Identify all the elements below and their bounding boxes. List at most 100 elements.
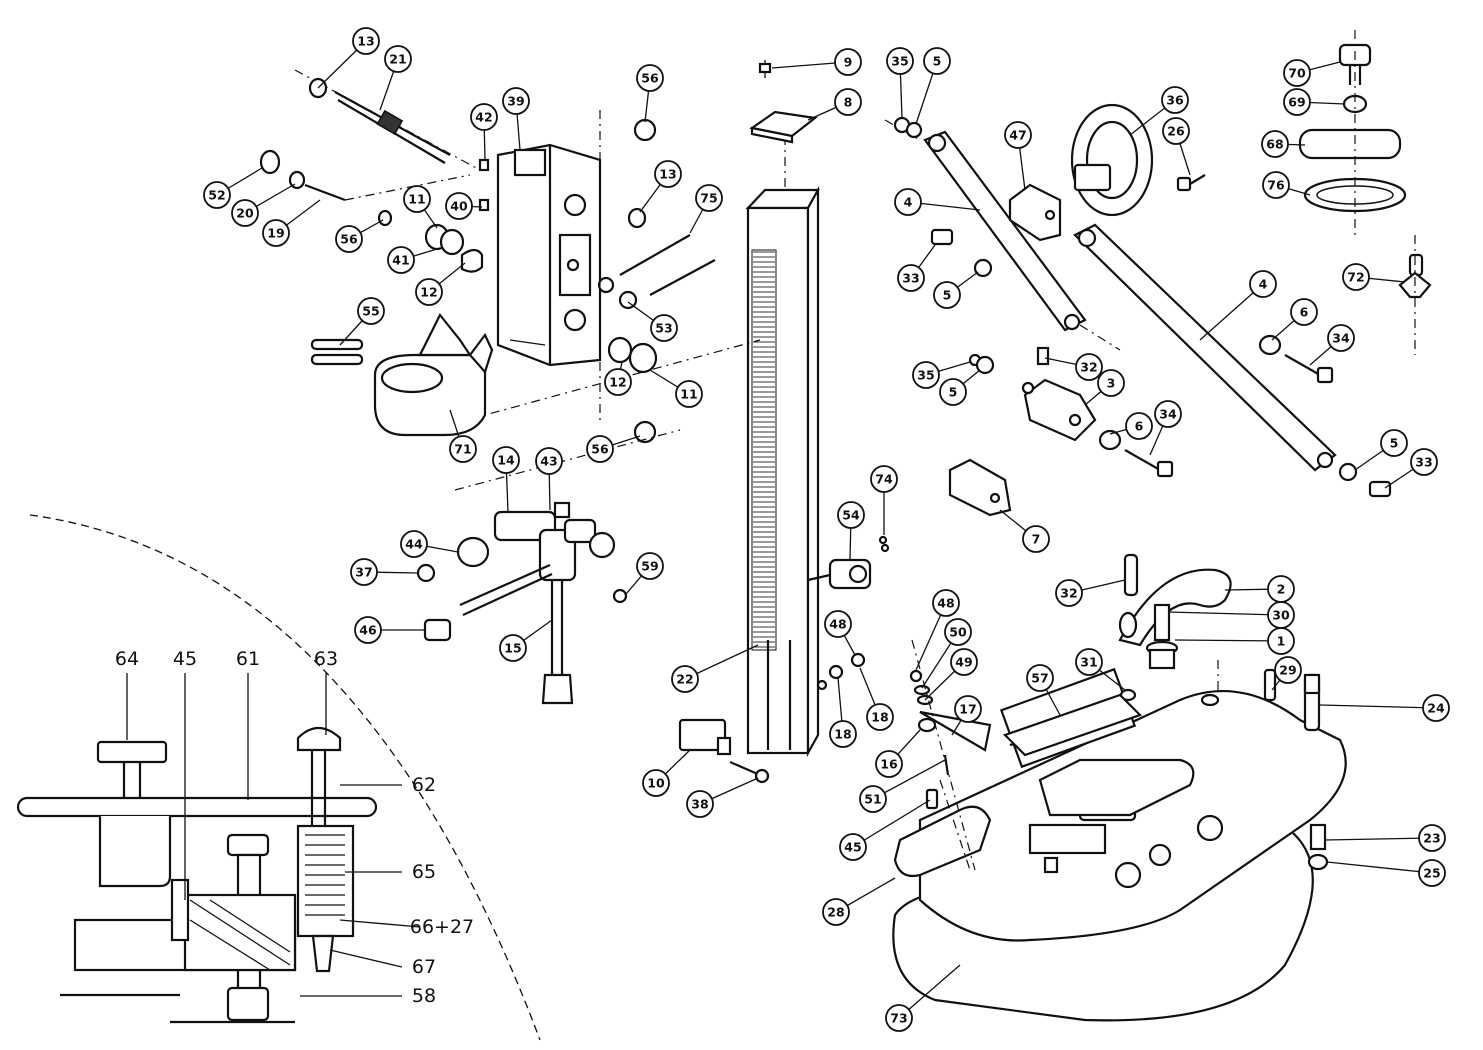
callout-circle	[586, 435, 614, 463]
callout-circle	[384, 45, 412, 73]
callout-43: 43	[535, 447, 563, 511]
callout-number: 59	[641, 559, 658, 574]
callout-number: 29	[1279, 663, 1296, 678]
callout-59: 59	[625, 552, 664, 595]
callout-57: 57	[1026, 664, 1061, 716]
callout-circle	[1022, 525, 1050, 553]
detail-label-65: 65	[345, 861, 436, 883]
callout-number: 73	[890, 1011, 907, 1026]
callout-number: 15	[504, 641, 521, 656]
callout-circle	[335, 225, 363, 253]
callout-leader	[1174, 639, 1282, 642]
callout-circle	[939, 378, 967, 406]
callout-number: 69	[1288, 95, 1305, 110]
callout-leader	[1319, 704, 1437, 709]
callout-32: 32	[1055, 579, 1126, 607]
callout-46: 46	[354, 616, 425, 644]
callout-circle	[262, 219, 290, 247]
callout-74: 74	[870, 465, 898, 535]
callout-72: 72	[1342, 263, 1406, 291]
callout-number: 6	[1300, 305, 1309, 320]
callout-5: 5	[915, 47, 951, 125]
callout-number: 1	[1277, 634, 1286, 649]
callout-number: 4	[1259, 277, 1268, 292]
callout-4: 4	[894, 188, 981, 216]
detail-number: 64	[115, 648, 139, 670]
callout-circle	[829, 720, 857, 748]
callout-5: 5	[939, 369, 981, 406]
callout-circle	[403, 185, 431, 213]
detail-number: 66+27	[410, 916, 474, 938]
callout-18: 18	[859, 667, 894, 731]
callout-number: 17	[959, 702, 976, 717]
part-74	[878, 535, 890, 553]
callout-circle	[470, 103, 498, 131]
callout-33: 33	[897, 244, 936, 292]
plate-57	[1002, 693, 1143, 757]
callout-48: 48	[824, 610, 856, 656]
callout-circle	[231, 199, 259, 227]
callout-51: 51	[859, 759, 946, 813]
callout-circle	[636, 552, 664, 580]
callout-7: 7	[999, 509, 1050, 553]
callout-number: 22	[676, 672, 693, 687]
callout-number: 55	[362, 304, 379, 319]
callout-circle	[932, 589, 960, 617]
detail-number: 62	[412, 774, 436, 796]
callout-number: 25	[1423, 866, 1440, 881]
callout-number: 74	[875, 472, 893, 487]
callout-leader	[1324, 837, 1433, 841]
callout-number: 5	[949, 385, 958, 400]
callout-2: 2	[1224, 575, 1295, 603]
callout-number: 24	[1427, 701, 1445, 716]
callout-circle	[686, 790, 714, 818]
callout-32: 32	[1044, 353, 1103, 381]
callout-circle	[650, 314, 678, 342]
callout-33: 33	[1384, 448, 1438, 489]
callout-circle	[1410, 448, 1438, 476]
callout-41: 41	[387, 246, 441, 274]
callout-number: 18	[871, 710, 888, 725]
callout-number: 48	[829, 617, 846, 632]
detail-section	[16, 514, 541, 1041]
callout-number: 5	[943, 288, 952, 303]
callout-number: 68	[1266, 137, 1283, 152]
callout-circle	[1422, 694, 1450, 722]
detail-label-67: 67	[329, 949, 436, 978]
callout-number: 3	[1107, 376, 1116, 391]
callout-34: 34	[1309, 324, 1355, 366]
callout-number: 45	[844, 840, 861, 855]
callout-circle	[1267, 627, 1295, 655]
callout-36: 36	[1129, 86, 1189, 136]
callout-circle	[834, 88, 862, 116]
callout-number: 16	[880, 757, 898, 772]
callout-circle	[675, 380, 703, 408]
callout-circle	[654, 160, 682, 188]
callout-40: 40	[445, 192, 483, 220]
callout-53: 53	[627, 301, 678, 342]
callout-number: 48	[937, 596, 954, 611]
callout-circle	[203, 181, 231, 209]
callout-circle	[1097, 369, 1125, 397]
callout-number: 5	[1390, 436, 1399, 451]
callout-55: 55	[339, 297, 385, 346]
callout-23: 23	[1324, 824, 1446, 852]
callout-68: 68	[1261, 130, 1306, 158]
callout-circle	[535, 447, 563, 475]
callout-number: 75	[700, 191, 717, 206]
callout-number: 19	[267, 226, 284, 241]
callout-14: 14	[492, 446, 520, 513]
callout-number: 46	[359, 623, 377, 638]
callout-circle	[870, 465, 898, 493]
callout-5: 5	[933, 271, 979, 309]
callout-13: 13	[639, 160, 682, 213]
detail-label-63: 63	[314, 648, 338, 735]
callout-number: 32	[1060, 586, 1077, 601]
callout-circle	[492, 446, 520, 474]
callout-number: 51	[864, 792, 881, 807]
callout-number: 8	[844, 95, 853, 110]
callout-circle	[933, 281, 961, 309]
callout-number: 47	[1009, 128, 1026, 143]
callout-number: 18	[834, 727, 851, 742]
